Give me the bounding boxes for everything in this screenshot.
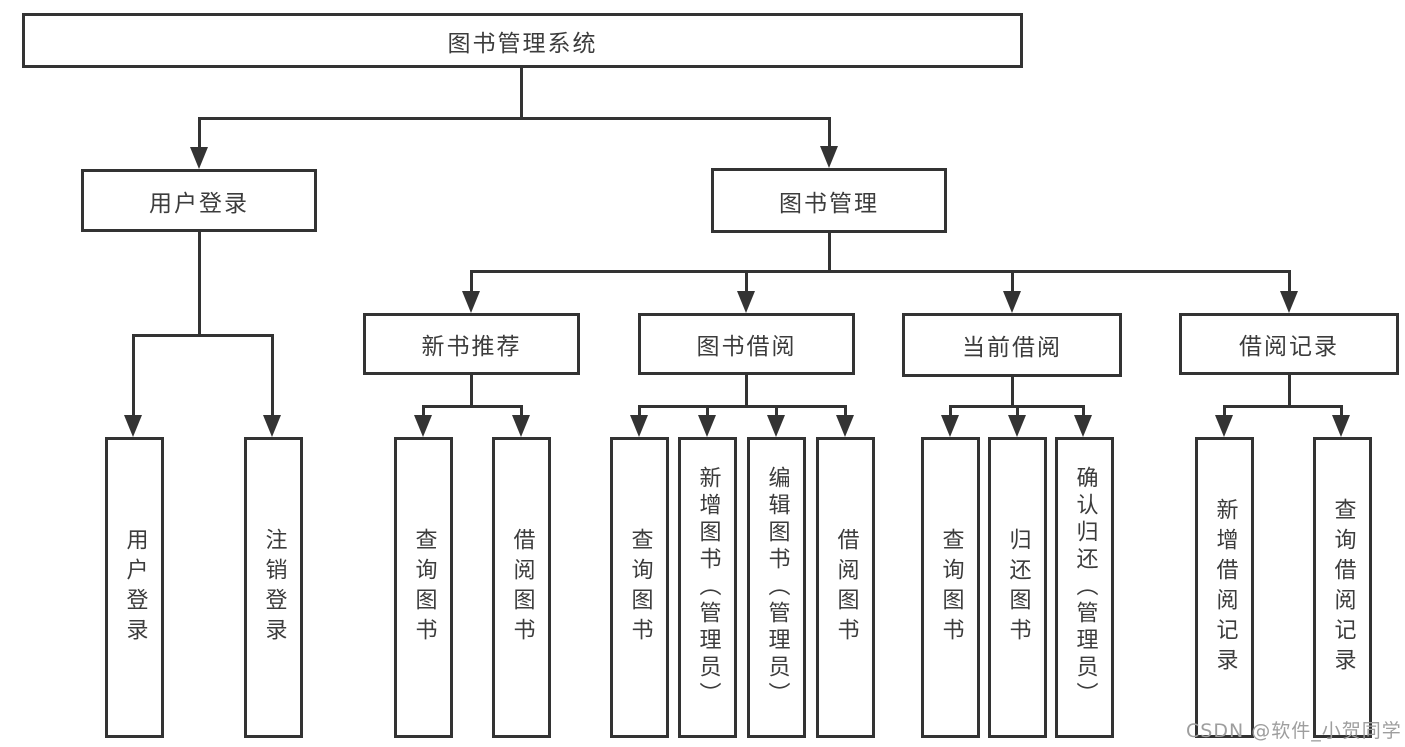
leaf-edit-books: 编辑图书（管理员） xyxy=(747,437,806,738)
node-user-login: 用户登录 xyxy=(81,169,317,232)
node-book-mgmt-label: 图书管理 xyxy=(779,190,879,217)
arrowhead-icon xyxy=(1074,415,1092,437)
node-current-borrow-label: 当前借阅 xyxy=(962,335,1062,361)
connector-line xyxy=(520,405,523,419)
connector-line xyxy=(1340,405,1343,419)
node-root-label: 图书管理系统 xyxy=(447,30,598,57)
connector-line xyxy=(745,375,748,408)
connector-line xyxy=(1223,405,1226,419)
node-new-book-rec-label: 新书推荐 xyxy=(421,334,522,360)
connector-line xyxy=(1011,270,1014,296)
arrowhead-icon xyxy=(698,415,716,437)
connector-line xyxy=(132,334,273,337)
arrowhead-icon xyxy=(820,146,838,168)
arrowhead-icon xyxy=(1280,291,1298,313)
connector-line xyxy=(470,375,473,408)
leaf-add-record: 新增借阅记录 xyxy=(1195,437,1254,738)
arrowhead-icon xyxy=(630,415,648,437)
leaf-logout: 注销登录 xyxy=(244,437,303,738)
connector-line xyxy=(949,405,952,419)
leaf-edit-books-label: 编辑图书（管理员） xyxy=(764,466,790,709)
connector-line xyxy=(1082,405,1085,419)
leaf-query-books-1: 查询图书 xyxy=(394,437,453,738)
node-root: 图书管理系统 xyxy=(22,13,1023,68)
connector-line xyxy=(520,68,523,118)
leaf-query-record-label: 查询借阅记录 xyxy=(1330,497,1356,678)
node-current-borrow: 当前借阅 xyxy=(902,313,1122,377)
csdn-watermark: CSDN @软件_小贺同学 xyxy=(1186,720,1402,742)
arrowhead-icon xyxy=(1215,415,1233,437)
connector-line xyxy=(1011,377,1014,408)
connector-line xyxy=(828,233,831,272)
node-book-borrow-label: 图书借阅 xyxy=(696,334,797,360)
connector-line xyxy=(1016,405,1019,419)
connector-line xyxy=(638,405,641,419)
leaf-borrow-books-1: 借阅图书 xyxy=(492,437,551,738)
connector-line xyxy=(638,405,846,408)
node-book-borrow: 图书借阅 xyxy=(638,313,855,375)
leaf-add-books-label: 新增图书（管理员） xyxy=(695,466,721,709)
connector-line xyxy=(132,334,135,420)
leaf-return-books-label: 归还图书 xyxy=(1005,527,1031,648)
leaf-confirm-return-label: 确认归还（管理员） xyxy=(1072,466,1098,709)
connector-line xyxy=(745,270,748,296)
node-new-book-rec: 新书推荐 xyxy=(363,313,580,375)
leaf-user-login: 用户登录 xyxy=(105,437,164,738)
arrowhead-icon xyxy=(1332,415,1350,437)
arrowhead-icon xyxy=(941,415,959,437)
connector-line xyxy=(706,405,709,419)
node-borrow-records-label: 借阅记录 xyxy=(1239,334,1339,360)
arrowhead-icon xyxy=(263,415,281,437)
connector-line xyxy=(1223,405,1343,408)
arrowhead-icon xyxy=(1003,291,1021,313)
connector-line xyxy=(828,117,831,151)
connector-line xyxy=(470,270,473,296)
leaf-query-books-2: 查询图书 xyxy=(610,437,669,738)
leaf-query-books-3-label: 查询图书 xyxy=(938,527,964,648)
arrowhead-icon xyxy=(414,415,432,437)
node-book-mgmt: 图书管理 xyxy=(711,168,947,233)
arrowhead-icon xyxy=(836,415,854,437)
leaf-borrow-books-2-label: 借阅图书 xyxy=(833,527,859,648)
arrowhead-icon xyxy=(767,415,785,437)
leaf-borrow-books-2: 借阅图书 xyxy=(816,437,875,738)
leaf-logout-label: 注销登录 xyxy=(261,527,287,648)
connector-line xyxy=(422,405,425,419)
connector-line xyxy=(844,405,847,419)
connector-line xyxy=(1288,270,1291,296)
connector-line xyxy=(775,405,778,419)
leaf-query-record: 查询借阅记录 xyxy=(1313,437,1372,738)
connector-line xyxy=(198,232,201,337)
leaf-query-books-1-label: 查询图书 xyxy=(411,527,437,648)
connector-line xyxy=(271,334,274,420)
node-user-login-label: 用户登录 xyxy=(149,190,249,217)
connector-line xyxy=(422,405,522,408)
arrowhead-icon xyxy=(124,415,142,437)
leaf-return-books: 归还图书 xyxy=(988,437,1047,738)
arrowhead-icon xyxy=(512,415,530,437)
connector-line xyxy=(1288,375,1291,408)
connector-line xyxy=(198,117,201,151)
leaf-query-books-2-label: 查询图书 xyxy=(627,527,653,648)
node-borrow-records: 借阅记录 xyxy=(1179,313,1399,375)
leaf-borrow-books-1-label: 借阅图书 xyxy=(509,527,535,648)
connector-line xyxy=(198,117,831,120)
leaf-add-record-label: 新增借阅记录 xyxy=(1212,497,1238,678)
connector-line xyxy=(470,270,1290,273)
leaf-user-login-label: 用户登录 xyxy=(122,527,148,648)
arrowhead-icon xyxy=(190,147,208,169)
leaf-add-books: 新增图书（管理员） xyxy=(678,437,737,738)
arrowhead-icon xyxy=(462,291,480,313)
leaf-query-books-3: 查询图书 xyxy=(921,437,980,738)
leaf-confirm-return: 确认归还（管理员） xyxy=(1055,437,1114,738)
arrowhead-icon xyxy=(737,291,755,313)
arrowhead-icon xyxy=(1008,415,1026,437)
